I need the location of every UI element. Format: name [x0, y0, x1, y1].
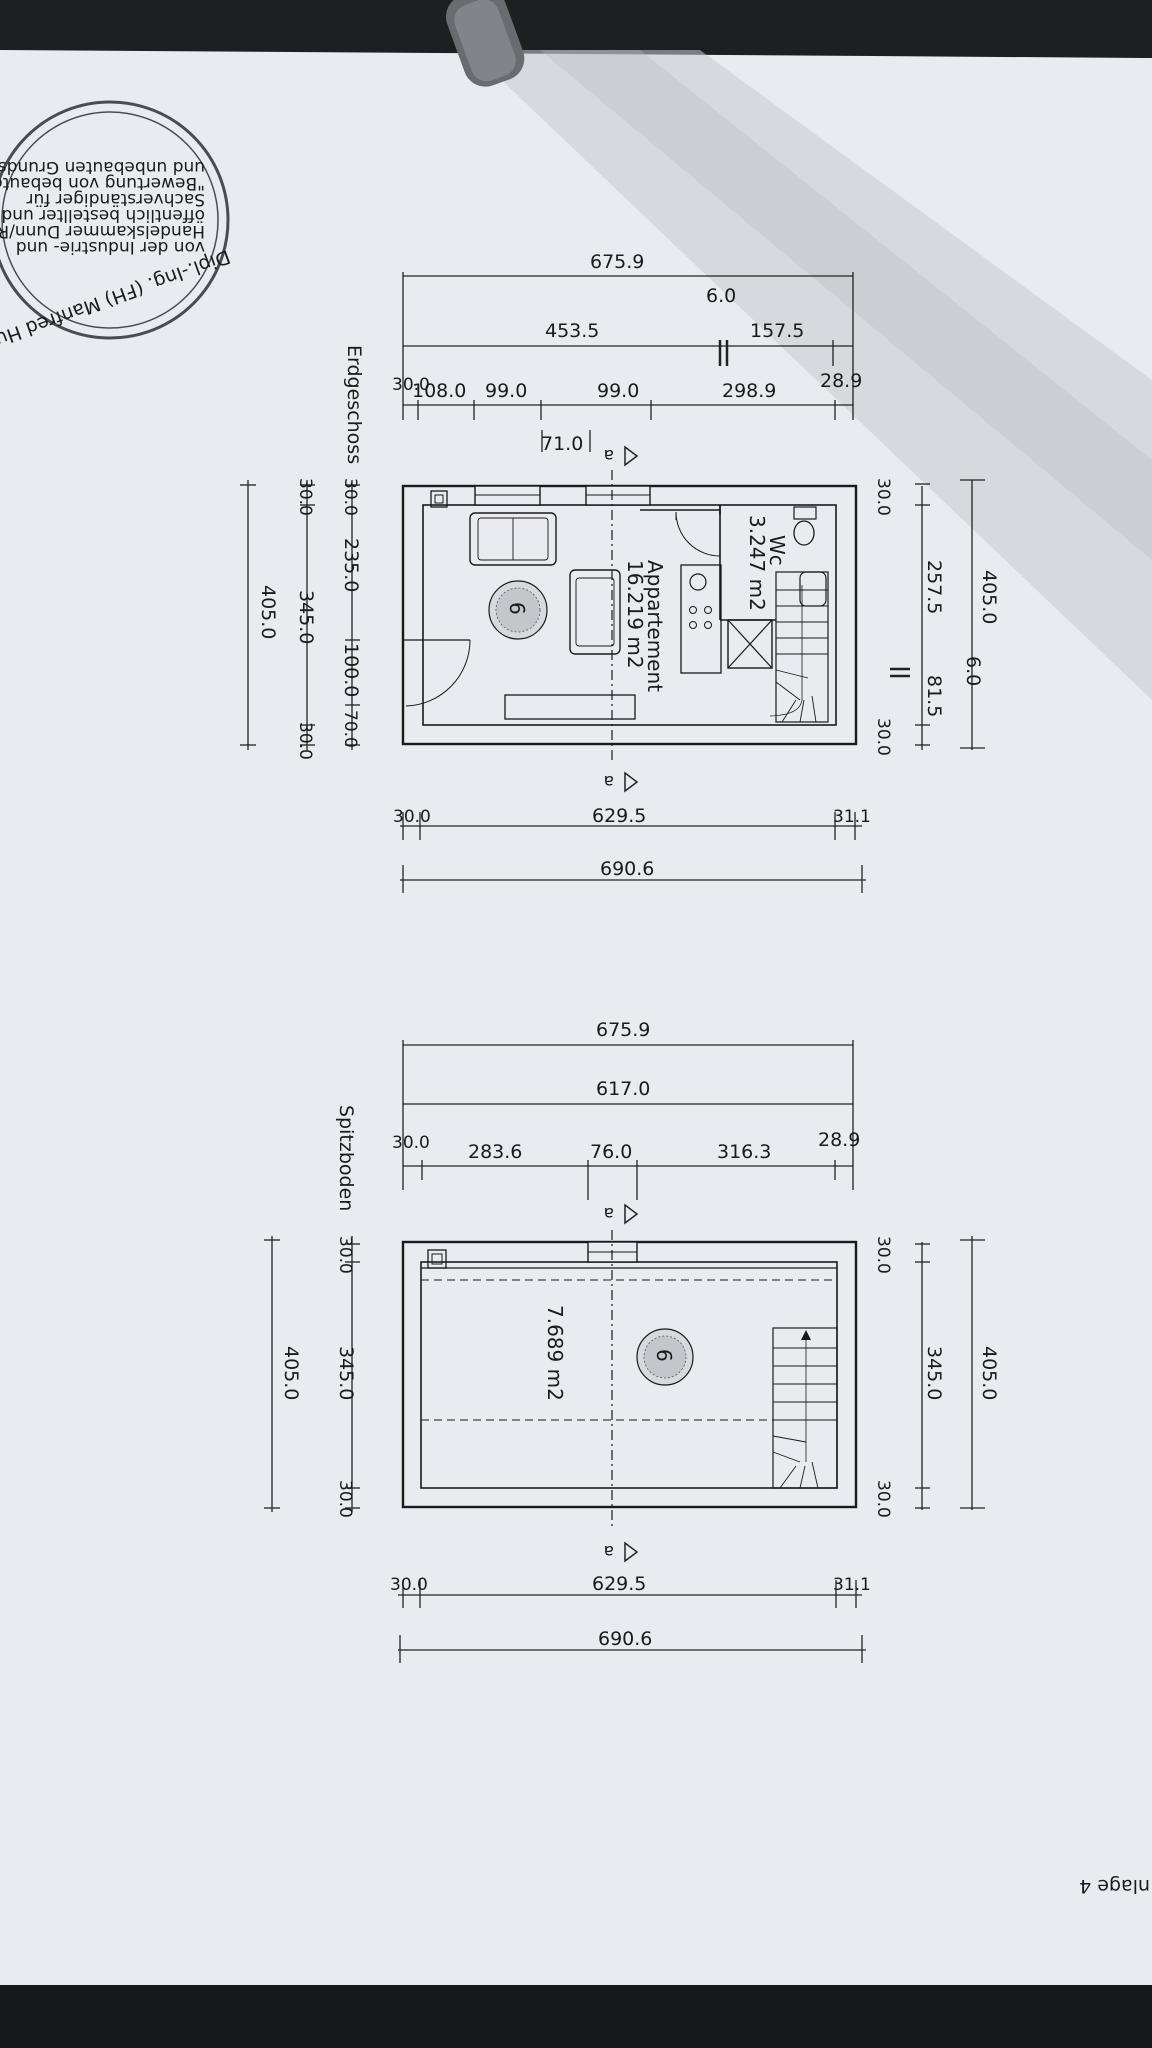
sb-bottom-part-3: 31.1 [833, 1575, 871, 1595]
eg-room1-area: 16.219 m2 [623, 560, 647, 669]
eg-left-inner-1: 30.0 [295, 478, 315, 516]
eg-left-part-2: 235.0 [340, 538, 362, 592]
eg-left-inner-2: 345.0 [295, 590, 317, 644]
eg-right-gap: 6.0 [962, 656, 984, 686]
eg-top-total: 675.9 [590, 251, 644, 273]
stamp-line-2: Handelskammer Dunn/Rhein-Sieg [0, 221, 205, 241]
eg-bottom-part-1: 30.0 [393, 807, 431, 827]
sb-section-mark-bottom: a [604, 1541, 614, 1561]
sb-right-part-3: 30.0 [873, 1480, 893, 1518]
sb-right-part-1: 30.0 [873, 1236, 893, 1274]
sb-top-part-5: 28.9 [818, 1129, 860, 1151]
eg-room2-name: Wc [765, 535, 789, 566]
eg-bottom-part-2: 629.5 [592, 805, 646, 827]
eg-room1-name: Appartement [643, 560, 667, 692]
sb-top-part-4: 316.3 [717, 1141, 771, 1163]
eg-top-part-2: 108.0 [412, 380, 466, 402]
eg-top-small: 71.0 [541, 433, 583, 455]
sb-top-part-1: 30.0 [392, 1133, 430, 1153]
sb-room-number: 6 [652, 1349, 676, 1362]
sb-left-part-2: 345.0 [335, 1346, 357, 1400]
kitchen-sink-icon [689, 573, 707, 591]
sb-stairs [772, 1327, 838, 1489]
eg-section-arrow-bottom [624, 771, 639, 793]
erdgeschoss-plan: 675.9 453.5 6.0 157.5 30.0 108.0 99.0 99… [240, 251, 1000, 893]
sb-left-part-3: 30.0 [335, 1480, 355, 1518]
eg-right-part-2: 257.5 [923, 560, 945, 614]
page-label: nlage 4 [1079, 1875, 1150, 1897]
eg-right-part-1: 30.0 [873, 478, 893, 516]
stamp-line-4: Sachverständiger für [27, 189, 205, 209]
sofa-icon [469, 512, 557, 566]
background-dark-top [0, 0, 1152, 58]
eg-top-part-6: 28.9 [820, 370, 862, 392]
sb-section-arrow-top [624, 1203, 639, 1225]
sb-right-total: 405.0 [978, 1346, 1000, 1400]
eg-top-part-1: 30.0 [392, 375, 430, 395]
eg-right-total: 405.0 [978, 570, 1000, 624]
eg-top-part-5: 298.9 [722, 380, 776, 402]
eg-top-part-3: 99.0 [485, 380, 527, 402]
stamp-line-1: von der Industrie- und [16, 237, 205, 257]
sb-top-inner: 617.0 [596, 1078, 650, 1100]
eg-room-number: 6 [505, 602, 529, 615]
paper-sheet [0, 50, 1152, 1995]
sb-room-area: 7.689 m2 [543, 1305, 567, 1401]
sb-left-part-1: 30.0 [335, 1236, 355, 1274]
sb-section-arrow-bottom [624, 1541, 639, 1563]
eg-right-part-3: 81.5 [923, 675, 945, 717]
eg-right-part-4: 30.0 [873, 718, 893, 756]
eg-room2-area: 3.247 m2 [745, 515, 769, 611]
eg-floor-label: Erdgeschoss [343, 345, 365, 464]
eg-left-part-1: 30.0 [340, 478, 360, 516]
spitzboden-plan: 675.9 617.0 30.0 283.6 76.0 316.3 28.9 a… [264, 1019, 1000, 1663]
eg-top-inner-b: 157.5 [750, 320, 804, 342]
eg-top-inner-gap: 6.0 [706, 285, 736, 307]
eg-left-inner-3: 30.0 [295, 722, 315, 760]
eg-bottom-part-3: 31.1 [833, 807, 871, 827]
sb-left-total: 405.0 [280, 1346, 302, 1400]
paper-shadow-core [540, 50, 1152, 560]
eg-stairs [769, 571, 829, 723]
pen-object [445, 0, 525, 87]
eg-bottom-total: 690.6 [600, 858, 654, 880]
eg-left-part-3: 100.0 [340, 643, 362, 697]
sb-bottom-total: 690.6 [598, 1628, 652, 1650]
stamp-line-5: "Bewertung von bebauten [0, 173, 205, 193]
eg-top-inner-a: 453.5 [545, 320, 599, 342]
sb-bottom-part-2: 629.5 [592, 1573, 646, 1595]
stamp-line-3: öffentlich bestellter und vereidigter [0, 205, 205, 225]
sb-top-total: 675.9 [596, 1019, 650, 1041]
eg-left-part-4: 70.0 [340, 710, 360, 748]
paper-shadow [470, 50, 1152, 700]
sb-right-part-2: 345.0 [923, 1346, 945, 1400]
sb-top-part-3: 76.0 [590, 1141, 632, 1163]
eg-section-arrow-top [624, 445, 639, 467]
eg-left-total: 405.0 [257, 585, 279, 639]
table-icon [504, 694, 636, 720]
background-dark-bottom [0, 1985, 1152, 2048]
sb-bottom-part-1: 30.0 [390, 1575, 428, 1595]
stamp-line-6: und unbebauten Grundstücken" [0, 157, 205, 177]
eg-section-mark-top: a [604, 445, 614, 465]
eg-top-part-4: 99.0 [597, 380, 639, 402]
sb-section-mark-top: a [604, 1203, 614, 1223]
toilet-icon [793, 520, 815, 546]
sb-top-part-2: 283.6 [468, 1141, 522, 1163]
armchair-icon [569, 569, 621, 655]
sb-floor-label: Spitzboden [335, 1105, 357, 1211]
eg-section-mark-bottom: a [604, 771, 614, 791]
